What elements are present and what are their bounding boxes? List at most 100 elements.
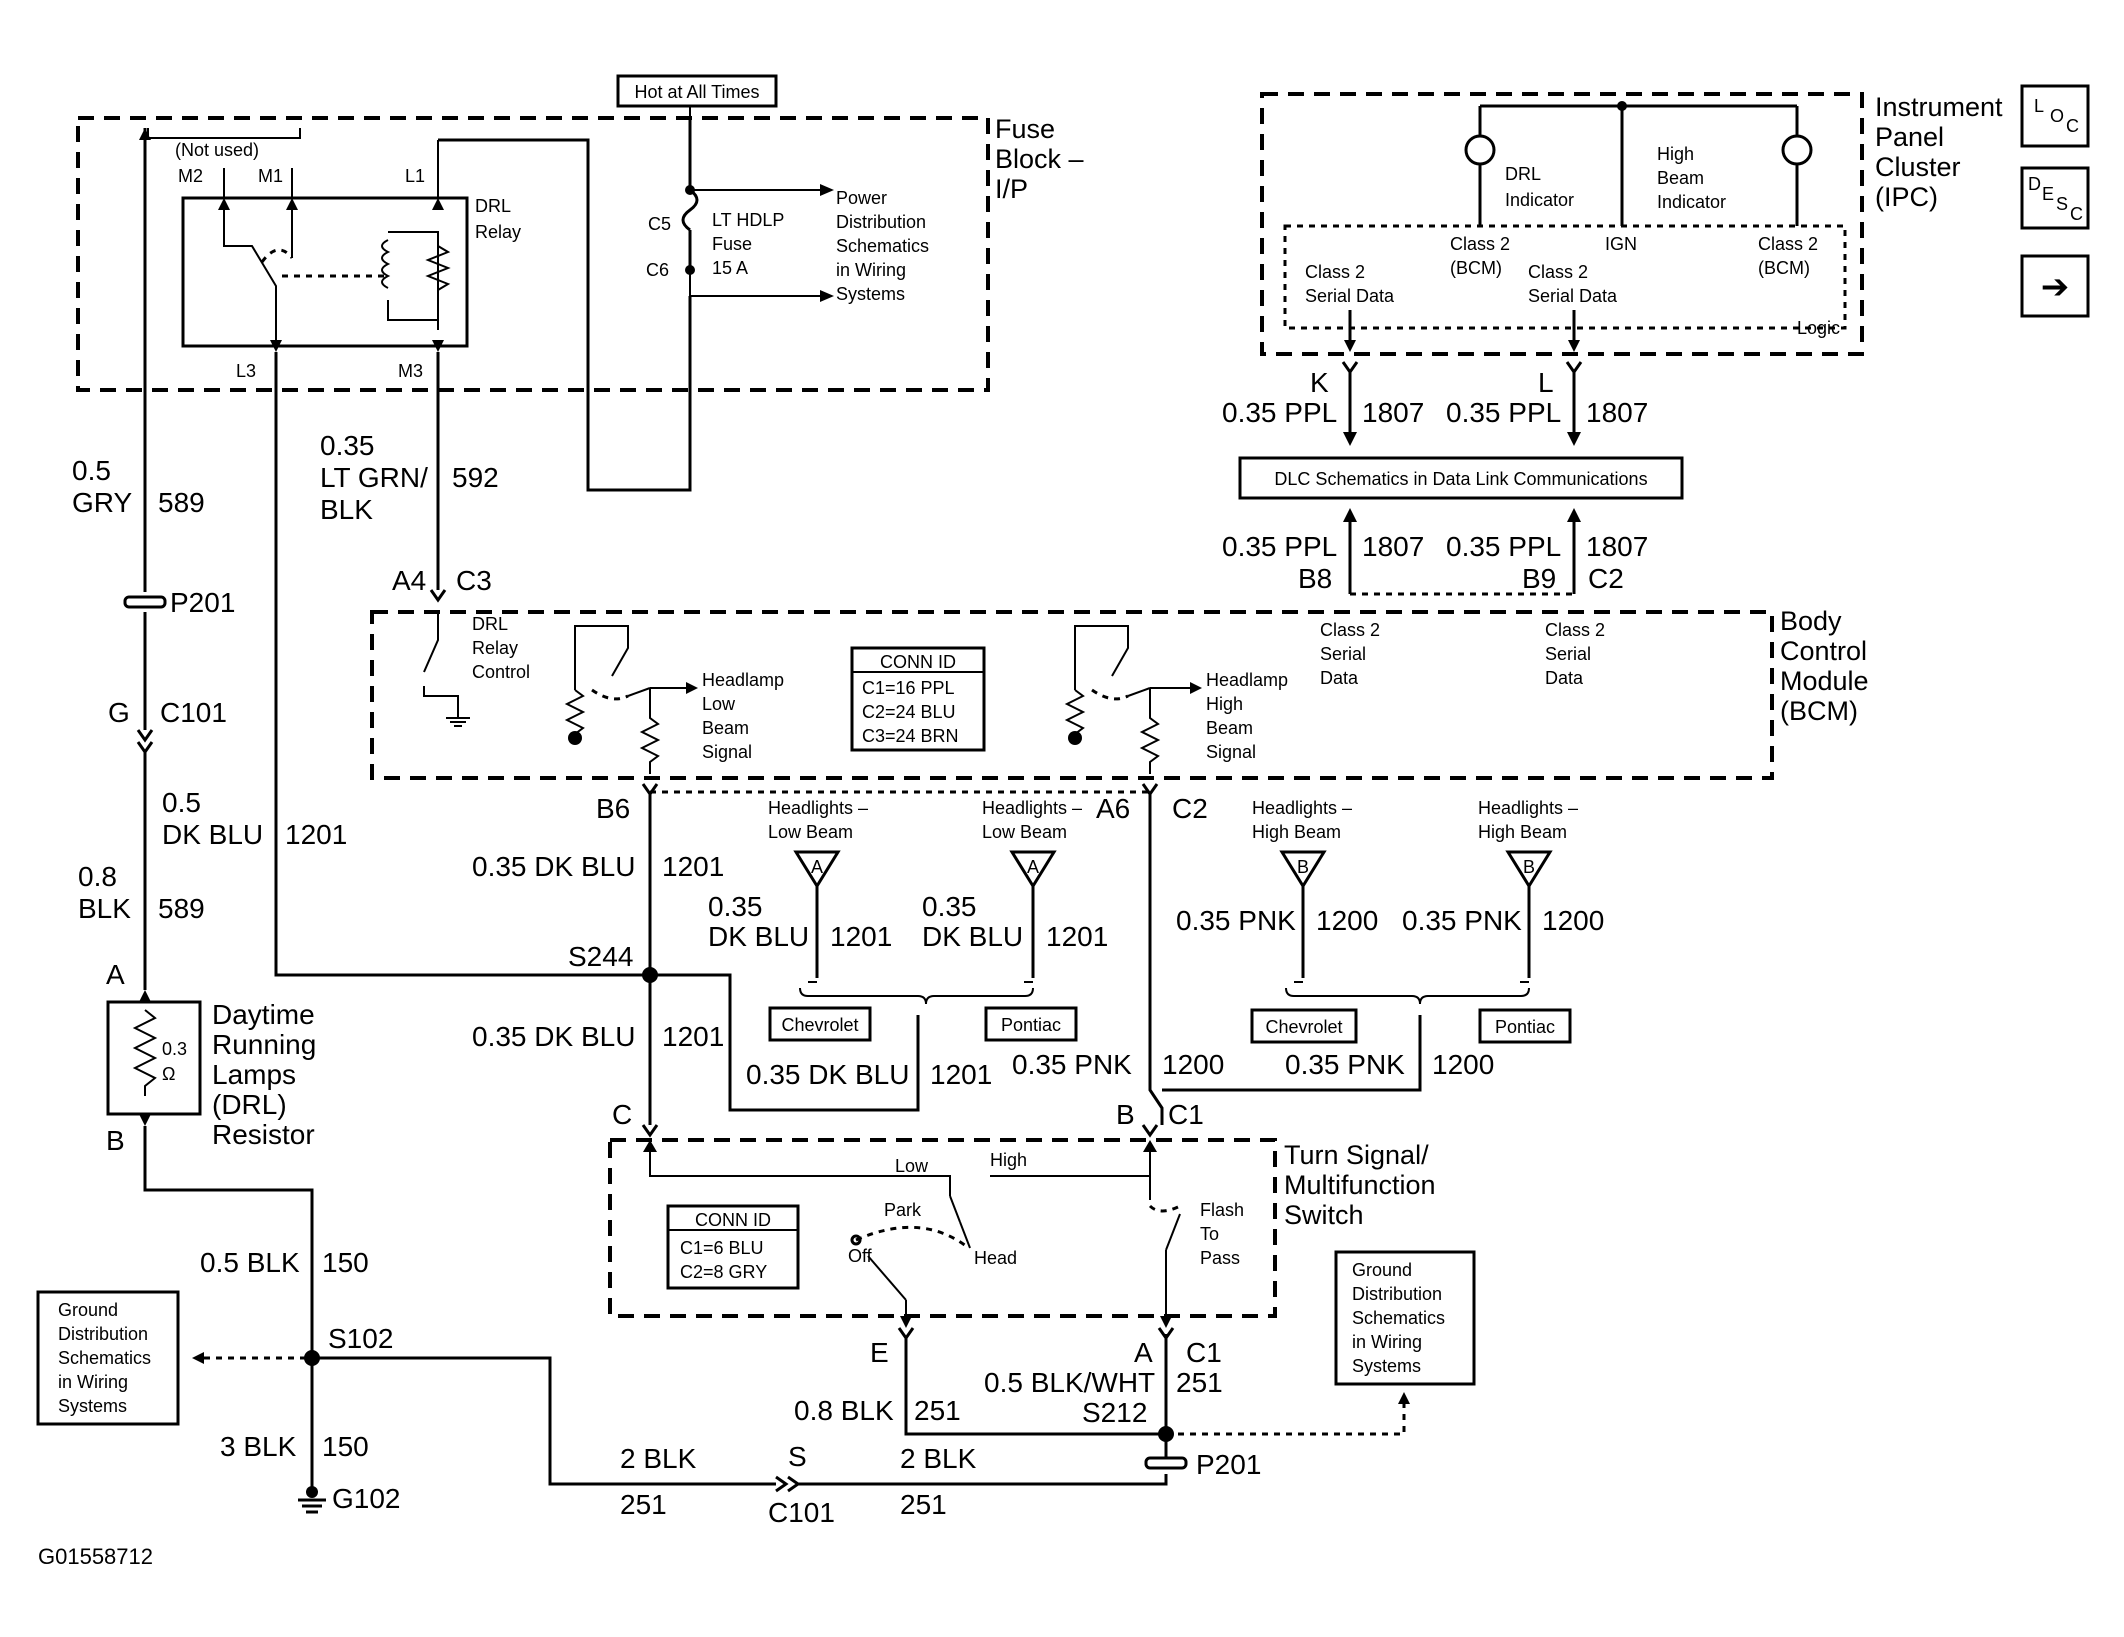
g-pin-label: G [108,697,130,728]
bcm-conn-id-c1: C1=16 PPL [862,678,955,698]
desc-letter-c: C [2070,204,2083,224]
hl-high-2-line1: Headlights – [1478,798,1578,818]
drl-resistor-box [106,1000,202,1116]
hl-low-1-line1: Headlights – [768,798,868,818]
pin-a-switch: A [1134,1337,1153,1368]
fuse-block-label-2: Block – [995,144,1084,174]
bcm-conn-id-box [850,646,986,752]
drl-relay-control-1: DRL [472,614,508,634]
loc-button[interactable]: L O C [2020,84,2090,148]
a4-pin: A4 [392,565,426,596]
ipc-class2-serial-2: Serial Data [1305,286,1395,306]
pin-c1-switch: C1 [1168,1099,1204,1130]
ground-dist-left-4: in Wiring [58,1372,128,1392]
high-beam-indicator-lamp [1781,134,1813,166]
hb-indicator-label-1: High [1657,144,1694,164]
wire-1200-right-label: 0.35 PNK [1285,1049,1405,1080]
drl-indicator-label-1: DRL [1505,164,1541,184]
not-used-label: (Not used) [175,140,259,160]
wire-150-bot-circuit: 150 [322,1431,369,1462]
wire-589-bot-circuit: 589 [158,893,205,924]
pin-b-switch: B [1116,1099,1135,1130]
wire-589-bot-size: 0.8 [78,861,117,892]
wire-150-bot-label: 3 BLK [220,1431,297,1462]
pontiac-low-label: Pontiac [1001,1015,1061,1035]
pin-c-switch: C [612,1099,632,1130]
wire-1201-s244-label: 0.35 DK BLU [472,1021,635,1052]
ground-dist-right-5: Systems [1352,1356,1421,1376]
drl-indicator-lamp [1464,134,1496,166]
pin-c1-bot: C1 [1186,1337,1222,1368]
ipc-label-2: Panel [1875,122,1944,152]
drl-relay-label-2: Relay [475,222,521,242]
wire-1807-b8-circuit: 1807 [1362,531,1424,562]
chevrolet-low-label: Chevrolet [781,1015,858,1035]
ipc-logic: Logic [1797,318,1840,338]
ground-dist-left-3: Schematics [58,1348,151,1368]
wire-1807-k-label: 0.35 PPL [1222,397,1337,428]
drl-resistor-label-4: (DRL) [212,1089,287,1120]
s102-label: S102 [328,1323,393,1354]
body-control-module: Body Control Module (BCM) DRL Relay Cont… [370,606,1869,780]
ground-dist-left-box [36,1290,180,1426]
wire-1200-high1-circuit: 1200 [1316,905,1378,936]
switch-conn-id-box [666,1204,800,1290]
wire-1201-left-circuit: 1201 [285,819,347,850]
wire-1200-mid-label: 0.35 PNK [1012,1049,1132,1080]
hl-high-1-line1: Headlights – [1252,798,1352,818]
wires-1807: K 0.35 PPL 1807 L 0.35 PPL 1807 DLC Sche… [1222,361,1684,596]
fuse-block-label-1: Fuse [995,114,1055,144]
hl-high-2-marker: B [1523,857,1535,877]
pin-c5: C5 [648,214,671,234]
fuse-block: Hot at All Times Fuse Block – I/P (Not u… [76,74,1084,392]
hot-at-all-times-label: Hot at All Times [634,82,759,102]
headlamp-low-1: Headlamp [702,670,784,690]
hl-low-2-line2: Low Beam [982,822,1067,842]
wire-1807-b9-circuit: 1807 [1586,531,1648,562]
wire-1807-k-circuit: 1807 [1362,397,1424,428]
bcm-class2-b-3: Data [1545,668,1584,688]
next-button[interactable]: ➔ [2020,254,2090,318]
power-dist-5: Systems [836,284,905,304]
c3-pin: C3 [456,565,492,596]
wire-1807-b9-label: 0.35 PPL [1446,531,1561,562]
ipc-label-3: Cluster [1875,152,1961,182]
hl-high-1-line2: High Beam [1252,822,1341,842]
wire-1201-mid-circuit: 1201 [930,1059,992,1090]
turn-signal-label-2: Multifunction [1284,1170,1436,1200]
bcm-conn-id-c3: C3=24 BRN [862,726,959,746]
fuse-label-2: Fuse [712,234,752,254]
wire-1201-left-color: DK BLU [162,819,263,850]
drl-resistor-label-5: Resistor [212,1119,315,1150]
pin-l3: L3 [236,361,256,381]
bcm-class2-b-2: Serial [1545,644,1591,664]
ground-dist-right-2: Distribution [1352,1284,1442,1304]
ipc-class2-serial-1: Class 2 [1305,262,1365,282]
turn-signal-label-3: Switch [1284,1200,1364,1230]
wire-1200-mid-circuit: 1200 [1162,1049,1224,1080]
drl-indicator-label-2: Indicator [1505,190,1574,210]
hl-high-1-marker: B [1297,857,1309,877]
wire-589-top-size: 0.5 [72,455,111,486]
arrow-right-icon: ➔ [2041,268,2070,306]
ipc-class2-serial2-1: Class 2 [1528,262,1588,282]
desc-button[interactable]: D E S C [2020,166,2090,230]
dlc-schematics-box [1238,456,1684,500]
wire-251-right-label: 2 BLK [900,1443,977,1474]
p201-bot-label: P201 [1196,1449,1261,1480]
turn-signal-switch: Turn Signal/ Multifunction Switch Low Hi… [608,1138,1436,1328]
pin-m2: M2 [178,166,203,186]
headlamp-high-2: High [1206,694,1243,714]
hl-low-2-line1: Headlights – [982,798,1082,818]
wire-150-top-label: 0.5 BLK [200,1247,300,1278]
instrument-panel-cluster: Instrument Panel Cluster (IPC) DRL Indic… [1260,92,2003,356]
ipc-label-1: Instrument [1875,92,2003,122]
wire-1201-s244-circuit: 1201 [662,1021,724,1052]
resistor-unit: Ω [162,1064,175,1084]
wire-1201-low1-circuit: 1201 [830,921,892,952]
fuse-block-label-3: I/P [995,174,1028,204]
drl-relay-label-1: DRL [475,196,511,216]
wire-251-left-label: 2 BLK [620,1443,697,1474]
wire-592: 0.35 LT GRN/ BLK 592 A4 C3 [320,352,499,603]
